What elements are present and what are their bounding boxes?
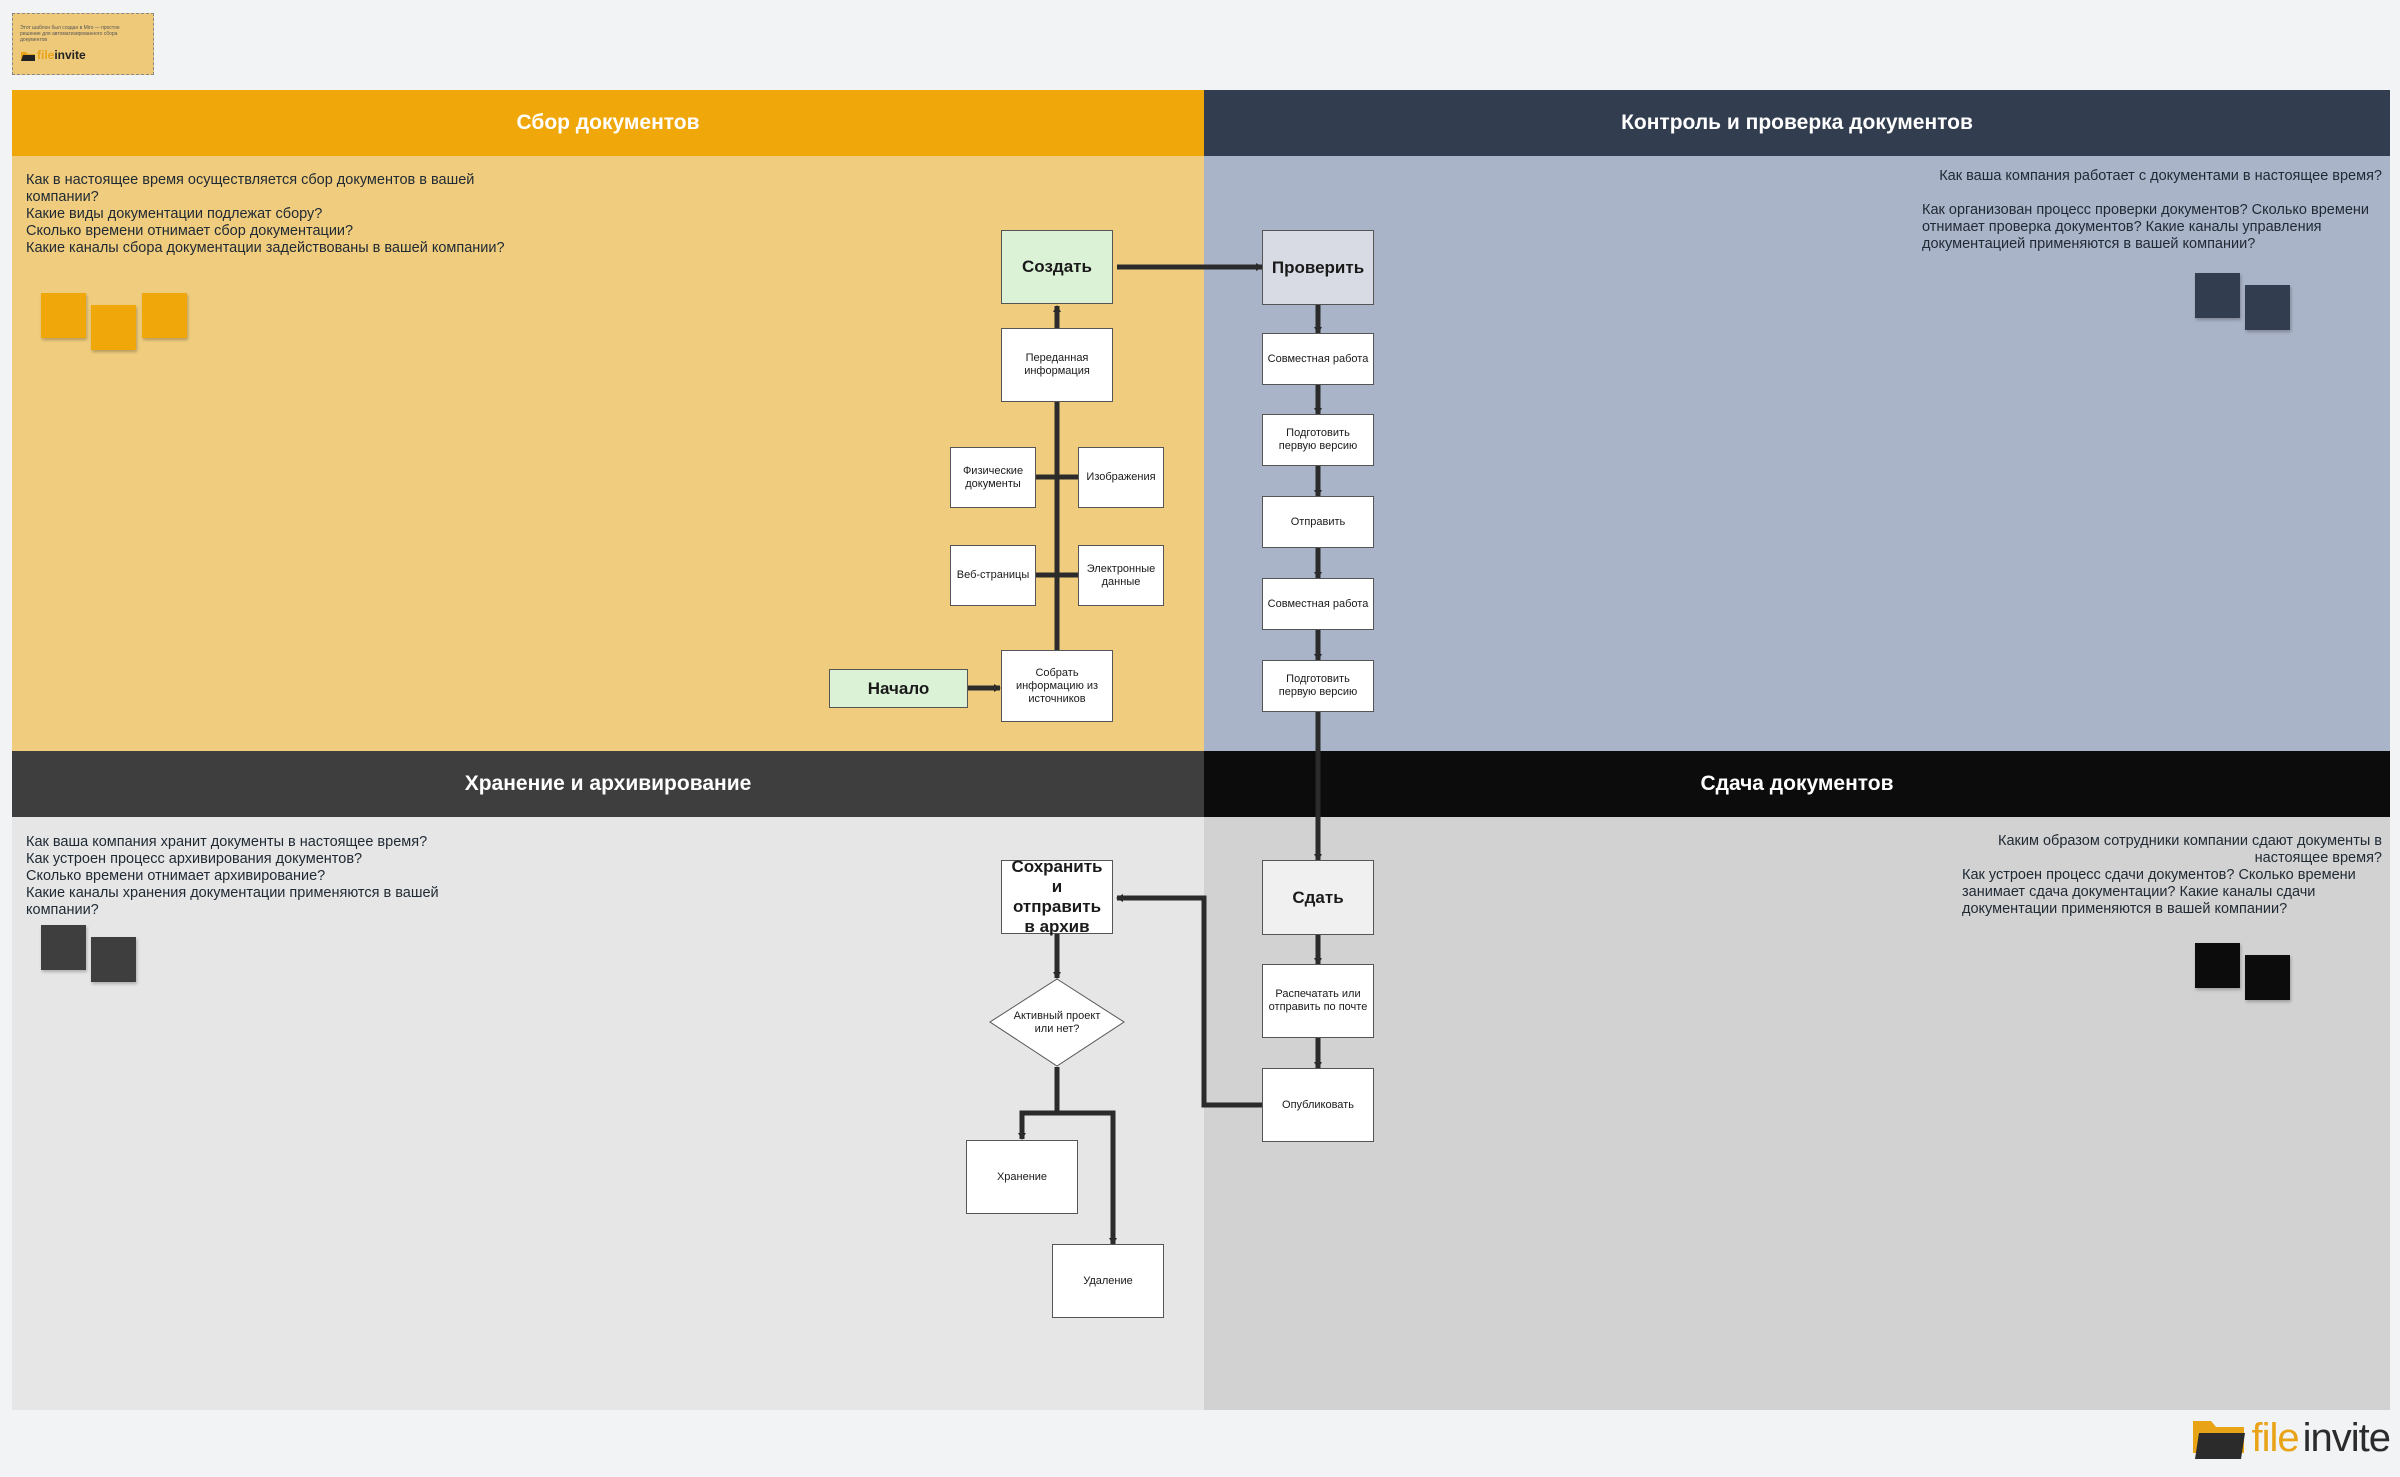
send-box[interactable]: Отправить bbox=[1262, 496, 1374, 548]
sticky-note[interactable] bbox=[142, 293, 187, 338]
question: Какие виды документации подлежат сбору? bbox=[26, 206, 323, 222]
print-or-mail-box[interactable]: Распечатать или отправить по почте bbox=[1262, 964, 1374, 1038]
collaboration-box-1[interactable]: Совместная работа bbox=[1262, 333, 1374, 385]
quadrant-submit-q1: Каким образом сотрудники компании сдают … bbox=[1998, 833, 2382, 866]
sticky-note[interactable] bbox=[41, 925, 86, 970]
question: Как ваша компания хранит документы в нас… bbox=[26, 834, 428, 850]
collaboration-box-2[interactable]: Совместная работа bbox=[1262, 578, 1374, 630]
sticky-note[interactable] bbox=[91, 937, 136, 982]
electronic-data-box[interactable]: Электронные данные bbox=[1078, 545, 1164, 606]
quadrant-collect-questions: Как в настоящее время осуществляется сбо… bbox=[26, 172, 506, 257]
quadrant-submit-q2: Как устроен процесс сдачи документов? Ск… bbox=[1962, 867, 2356, 917]
quadrant-control: Контроль и проверка документов Как ваша … bbox=[1204, 90, 2390, 751]
submit-box[interactable]: Сдать bbox=[1262, 860, 1374, 935]
decision-diamond[interactable] bbox=[989, 978, 1125, 1067]
save-archive-box[interactable]: Сохранить и отправить в архив bbox=[1001, 857, 1113, 936]
quadrant-control-title: Контроль и проверка документов bbox=[1204, 90, 2390, 156]
sticky-note[interactable] bbox=[91, 305, 136, 350]
draft-box-2[interactable]: Подготовить первую версию bbox=[1262, 660, 1374, 712]
quadrant-collect: Сбор документов Как в настоящее время ос… bbox=[12, 90, 1204, 751]
template-note-text: Этот шаблон был создан в Miro — простое … bbox=[20, 25, 120, 43]
create-box[interactable]: Создать bbox=[1001, 230, 1113, 304]
brand-suffix: invite bbox=[2302, 1416, 2391, 1460]
physical-docs-box[interactable]: Физические документы bbox=[950, 447, 1036, 508]
quadrant-storage: Хранение и архивирование Как ваша компан… bbox=[12, 751, 1204, 1410]
check-box[interactable]: Проверить bbox=[1262, 230, 1374, 305]
note-logo-suffix: invite bbox=[54, 48, 86, 62]
sticky-note[interactable] bbox=[2245, 285, 2290, 330]
delete-box[interactable]: Удаление bbox=[1052, 1244, 1164, 1318]
note-logo-prefix: file bbox=[37, 48, 55, 62]
sticky-note[interactable] bbox=[2195, 273, 2240, 318]
quadrant-submit-title: Сдача документов bbox=[1204, 751, 2390, 817]
template-note[interactable]: Этот шаблон был создан в Miro — простое … bbox=[12, 13, 154, 75]
sticky-note[interactable] bbox=[41, 293, 86, 338]
question: Как устроен процесс архивирования докуме… bbox=[26, 851, 363, 867]
decision-label: Активный проект или нет? bbox=[1013, 1009, 1101, 1035]
quadrant-storage-questions: Как ваша компания хранит документы в нас… bbox=[26, 834, 446, 919]
gather-info-box[interactable]: Собрать информацию из источников bbox=[1001, 650, 1113, 722]
question: Сколько времени отнимает архивирование? bbox=[26, 868, 326, 884]
question: Как в настоящее время осуществляется сбо… bbox=[26, 172, 475, 205]
folder-icon bbox=[21, 51, 35, 61]
draft-box-1[interactable]: Подготовить первую версию bbox=[1262, 414, 1374, 466]
question: Какие каналы хранения документации приме… bbox=[26, 885, 439, 918]
sticky-note[interactable] bbox=[2195, 943, 2240, 988]
publish-box[interactable]: Опубликовать bbox=[1262, 1068, 1374, 1142]
quadrant-control-q1: Как ваша компания работает с документами… bbox=[1939, 168, 2382, 184]
folder-icon bbox=[2193, 1420, 2246, 1459]
quadrant-storage-title: Хранение и архивирование bbox=[12, 751, 1204, 817]
web-pages-box[interactable]: Веб-страницы bbox=[950, 545, 1036, 606]
quadrant-submit: Сдача документов Каким образом сотрудник… bbox=[1204, 751, 2390, 1410]
question: Какие каналы сбора документации задейств… bbox=[26, 240, 505, 256]
sticky-note[interactable] bbox=[2245, 955, 2290, 1000]
transferred-info-box[interactable]: Переданная информация bbox=[1001, 328, 1113, 402]
images-box[interactable]: Изображения bbox=[1078, 447, 1164, 508]
question: Сколько времени отнимает сбор документац… bbox=[26, 223, 354, 239]
storage-box[interactable]: Хранение bbox=[966, 1140, 1078, 1214]
quadrant-control-q2: Как организован процесс проверки докумен… bbox=[1922, 202, 2369, 252]
quadrant-collect-title: Сбор документов bbox=[12, 90, 1204, 156]
brand-prefix: file bbox=[2251, 1416, 2299, 1460]
start-node[interactable]: Начало bbox=[829, 669, 968, 708]
